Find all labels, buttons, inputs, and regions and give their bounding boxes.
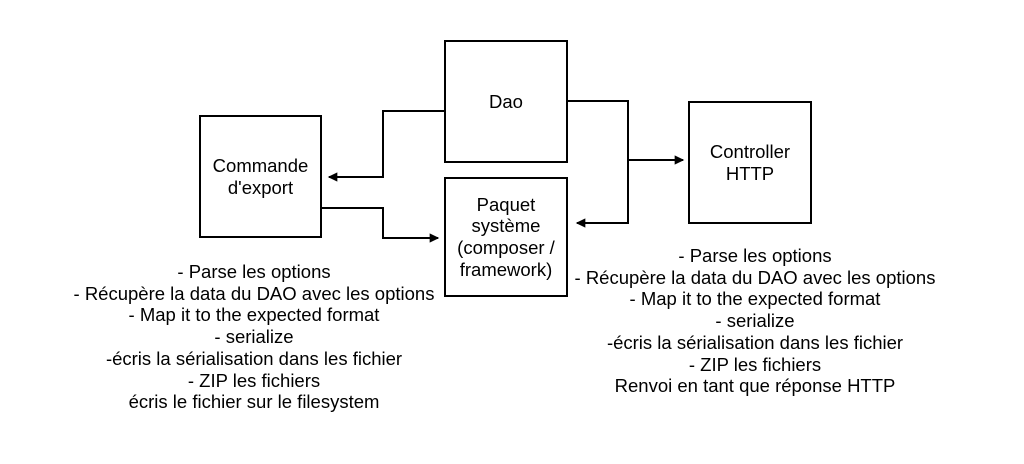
- dao-box-label: Dao: [489, 90, 523, 112]
- controller-http-box-label-line1: Controller: [709, 140, 791, 162]
- paquet-systeme-box-label-line4: framework): [459, 258, 553, 280]
- note-line: - serialize: [214, 326, 294, 348]
- note-line: - ZIP les fichiers: [688, 353, 822, 375]
- commande-export-notes: - Parse les options - Récupère la data d…: [54, 261, 454, 413]
- note-line: - Récupère la data du DAO avec les optio…: [574, 266, 936, 288]
- note-line: - Parse les options: [678, 245, 832, 266]
- note-line: -écris la sérialisation dans les fichier: [105, 347, 403, 369]
- note-line: - ZIP les fichiers: [187, 369, 321, 391]
- note-line: - Récupère la data du DAO avec les optio…: [73, 282, 435, 304]
- commande-export-box-label-line2: d'export: [227, 176, 294, 198]
- paquet-systeme-box-label-line3: (composer /: [457, 237, 555, 258]
- paquet-systeme-box: Paquet système (composer / framework): [444, 177, 568, 297]
- commande-export-box: Commande d'export: [199, 115, 322, 238]
- controller-http-box-label-line2: HTTP: [725, 162, 775, 184]
- note-line: - Map it to the expected format: [629, 288, 881, 310]
- controller-http-box: Controller HTTP: [688, 101, 812, 224]
- controller-http-notes: - Parse les options - Récupère la data d…: [555, 245, 955, 397]
- note-line: écris le fichier sur le filesystem: [128, 391, 380, 413]
- connector-dao-to-commande-arrow: [327, 110, 444, 182]
- paquet-systeme-box-label-line2: système: [471, 215, 541, 237]
- connector-commande-to-paquet-arrow: [322, 207, 440, 243]
- connector-dao-to-controller-arrow: [568, 100, 685, 165]
- connector-controller-branch-to-paquet-arrow: [575, 101, 629, 228]
- note-line: - Map it to the expected format: [128, 304, 380, 326]
- paquet-systeme-box-label-line1: Paquet: [476, 193, 536, 215]
- note-line: -écris la sérialisation dans les fichier: [606, 331, 904, 353]
- dao-box: Dao: [444, 40, 568, 163]
- note-line: - serialize: [715, 310, 795, 332]
- note-line: Renvoi en tant que réponse HTTP: [614, 375, 896, 397]
- commande-export-box-label-line1: Commande: [212, 154, 309, 176]
- note-line: - Parse les options: [177, 261, 331, 282]
